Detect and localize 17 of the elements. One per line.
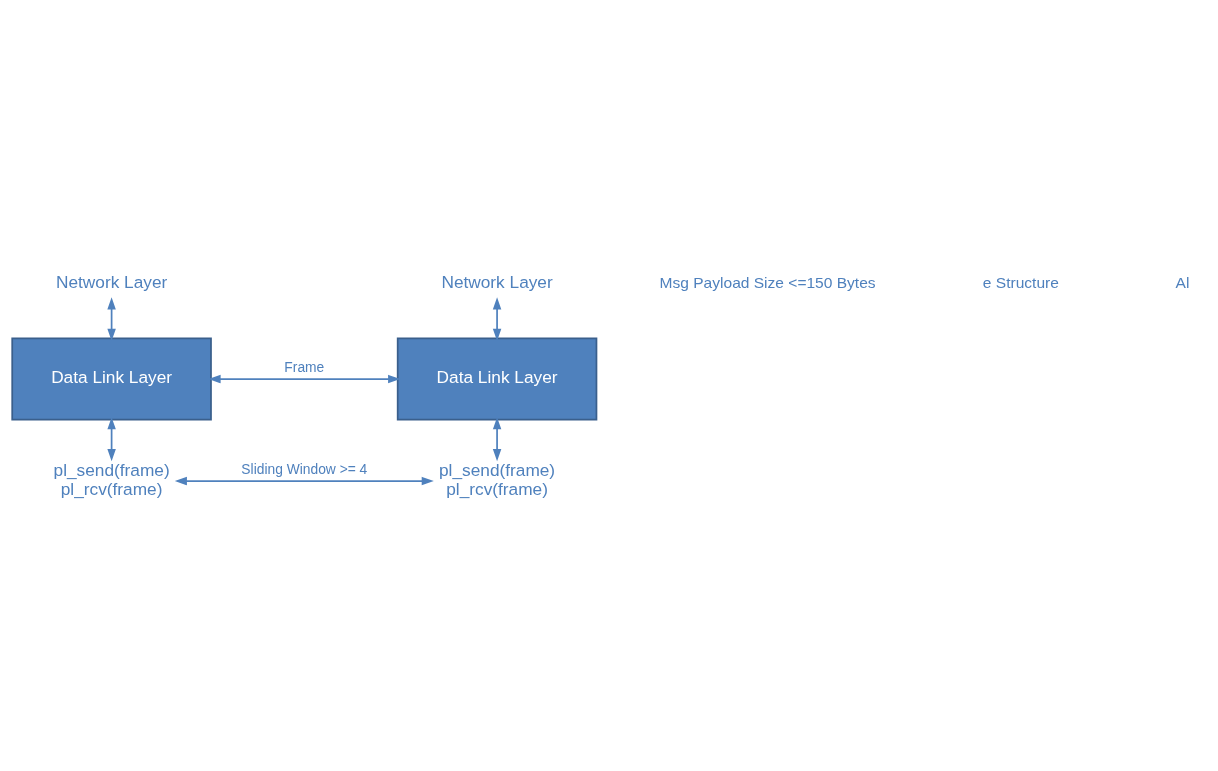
- arrow: [492, 416, 502, 461]
- edge-label: Frame: [284, 358, 325, 375]
- node-text: pl_send(frame) pl_rcv(frame): [53, 459, 170, 499]
- label: e Structure: [982, 273, 1059, 291]
- node-box: Data Link Layer: [396, 337, 598, 421]
- node-text: Network Layer: [441, 271, 553, 292]
- arrow: [107, 296, 116, 341]
- edge-label: Sliding Window >= 4: [241, 460, 368, 477]
- label: Msg Payload Size <=150 Bytes: [659, 273, 876, 291]
- arrow: [492, 296, 502, 341]
- node-text: Network Layer: [55, 271, 168, 292]
- node-text: pl_send(frame) pl_rcv(frame): [439, 459, 556, 499]
- arrow: [174, 476, 434, 485]
- arrow: [208, 374, 401, 383]
- label: Al: [1175, 273, 1190, 291]
- arrow: [107, 416, 116, 461]
- node-box: Data Link Layer: [11, 337, 212, 421]
